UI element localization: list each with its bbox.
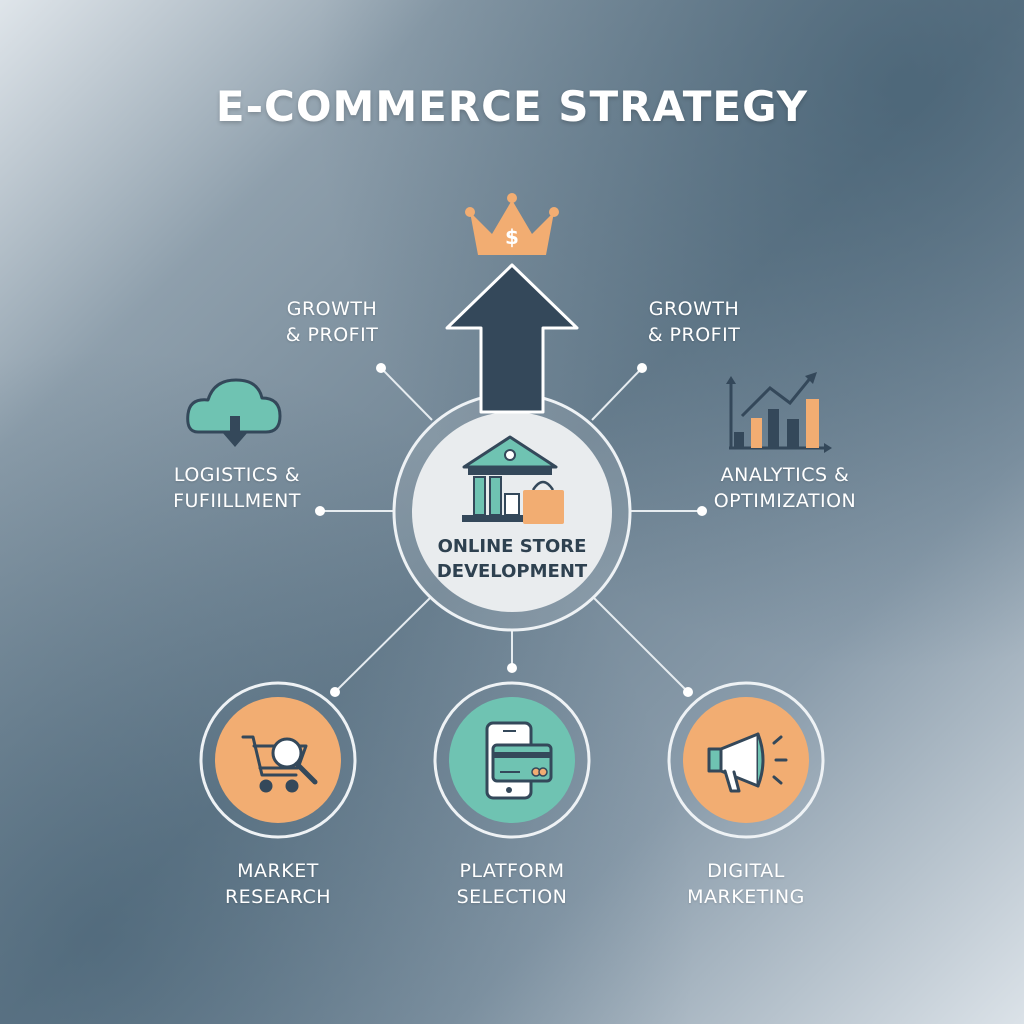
- market-research-label: MARKET RESEARCH: [224, 860, 332, 908]
- page-title: E-COMMERCE STRATEGY: [215, 82, 809, 131]
- bar-chart-trend-icon: [726, 372, 832, 453]
- phone-card-icon: [485, 721, 553, 800]
- platform-selection-ring: [433, 681, 591, 839]
- crown-dollar-icon: $: [465, 193, 559, 255]
- market-research-ring: [199, 681, 357, 839]
- cloud-download-icon: [186, 378, 282, 447]
- digital-marketing-ring: [667, 681, 825, 839]
- connector-market-research: [334, 597, 431, 693]
- growth-profit-right-label: GROWTH & PROFIT: [647, 298, 741, 346]
- cart-search-icon: [241, 735, 318, 793]
- digital-marketing-label: DIGITAL MARKETING: [687, 860, 805, 908]
- svg-text:$: $: [505, 225, 519, 249]
- bank-building-icon: [462, 435, 558, 522]
- connector-lines: [320, 367, 702, 693]
- shopping-bag-icon: [523, 480, 564, 524]
- growth-profit-left-label: GROWTH & PROFIT: [285, 298, 379, 346]
- platform-selection-label: PLATFORM SELECTION: [456, 860, 568, 908]
- connector-digital-marketing: [593, 597, 689, 693]
- up-arrow-icon: [445, 263, 579, 414]
- megaphone-icon: [707, 732, 788, 793]
- connector-dots: [315, 363, 707, 697]
- online-store-development-label: ONLINE STORE DEVELOPMENT: [436, 536, 588, 582]
- connector-growth-left: [380, 367, 433, 421]
- connector-growth-right: [591, 367, 643, 421]
- analytics-label: ANALYTICS & OPTIMIZATION: [713, 464, 857, 512]
- logistics-label: LOGISTICS & FUFIILLMENT: [173, 464, 301, 512]
